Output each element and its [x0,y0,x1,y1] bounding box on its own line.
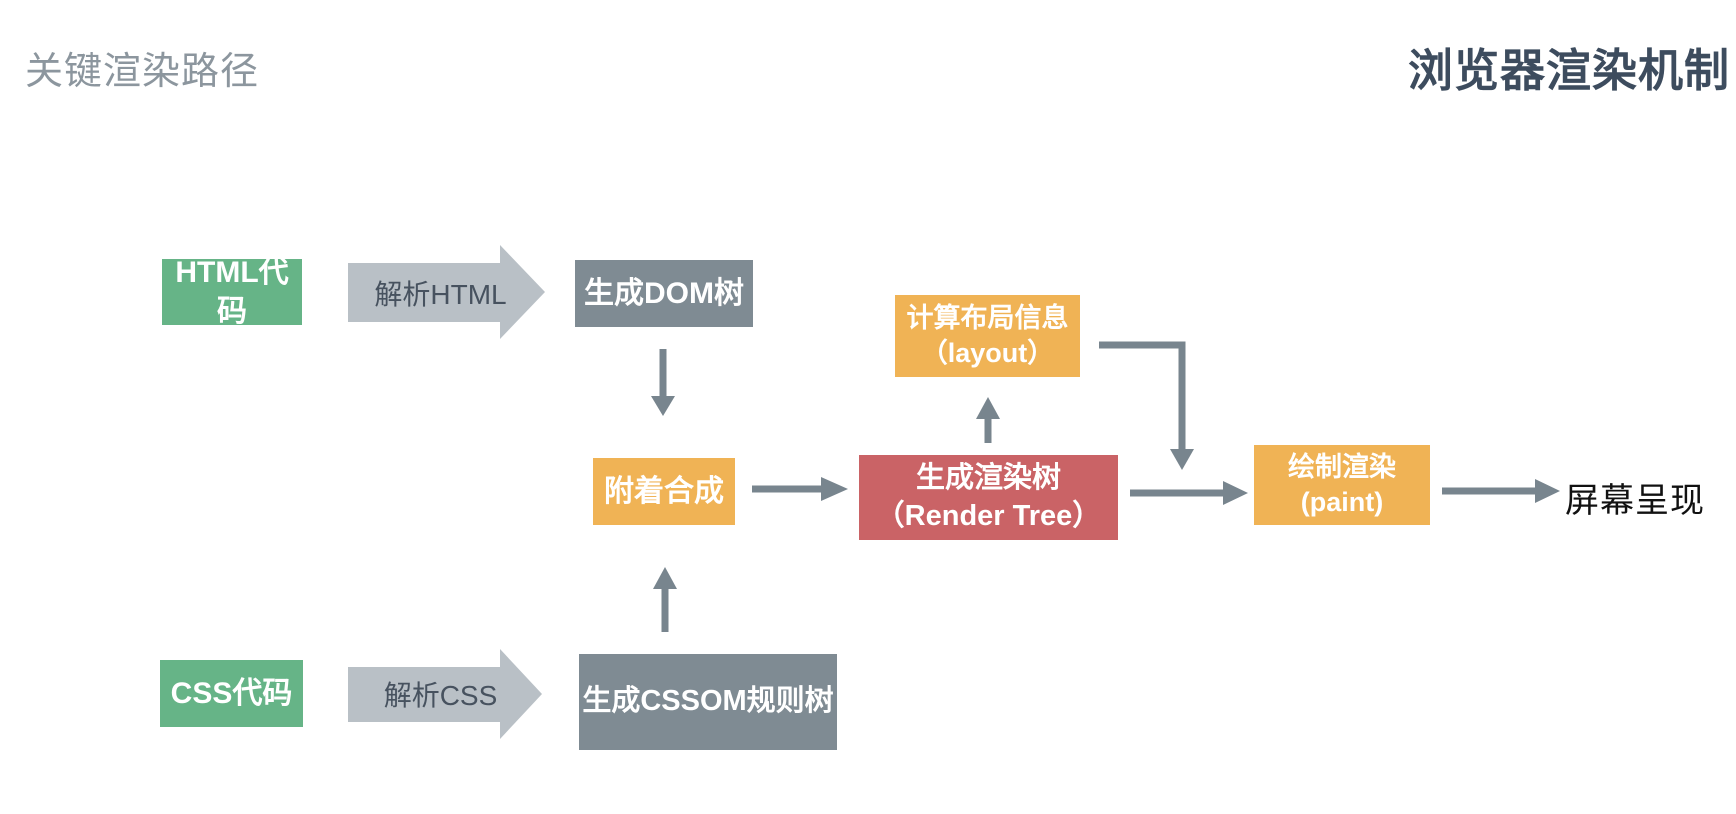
node-cssom-tree: 生成CSSOM规则树 [579,654,837,750]
elbow-layout-to-render-paint-line-icon [1099,341,1194,470]
page-subtitle: 关键渲染路径 [25,51,260,93]
parse-css-arrow-body [348,667,500,722]
parse-html-arrowhead-icon [500,245,545,339]
node-attach-label: 附着合成 [604,475,724,508]
parse-html-arrow: 解析HTML [348,245,545,340]
page-title: 浏览器渲染机制 [1407,45,1730,96]
parse-css-label: 解析CSS [383,680,498,711]
node-paint-line1: 绘制渲染 [1288,451,1396,482]
node-paint-line2: (paint) [1300,487,1384,517]
parse-css-arrowhead-icon [500,649,542,739]
node-cssom-tree-label: 生成CSSOM规则树 [582,685,834,718]
node-paint: 绘制渲染 (paint) [1254,445,1430,525]
arrow-cssom-to-attach-icon [653,567,677,632]
screen-output-label: 屏幕呈现 [1565,482,1705,520]
arrow-dom-to-attach-icon [651,349,675,416]
node-layout: 计算布局信息 （layout） [895,295,1080,377]
node-attach-composite: 附着合成 [593,458,735,525]
node-render-tree-line1: 生成渲染树 [915,461,1061,494]
node-layout-line1: 计算布局信息 [906,302,1069,333]
node-css-code: CSS代码 [160,660,303,727]
node-render-tree-line2: （Render Tree） [875,499,1102,532]
node-css-code-label: CSS代码 [170,677,293,710]
node-html-code: HTML代码 [162,256,302,328]
arrow-paint-to-screen-icon [1442,479,1560,503]
arrow-attach-to-render-tree-icon [752,477,848,501]
node-dom-tree: 生成DOM树 [575,260,753,327]
arrow-render-tree-to-layout-icon [976,397,1000,443]
parse-css-arrow: 解析CSS [348,649,545,739]
node-dom-tree-label: 生成DOM树 [584,277,744,310]
node-html-code-label: HTML代码 [175,256,289,328]
node-layout-line2: （layout） [920,338,1055,368]
node-render-tree: 生成渲染树 （Render Tree） [859,455,1118,540]
parse-html-arrow-body [348,263,500,322]
parse-html-label: 解析HTML [374,278,507,310]
arrow-render-tree-to-paint-icon [1130,481,1248,505]
